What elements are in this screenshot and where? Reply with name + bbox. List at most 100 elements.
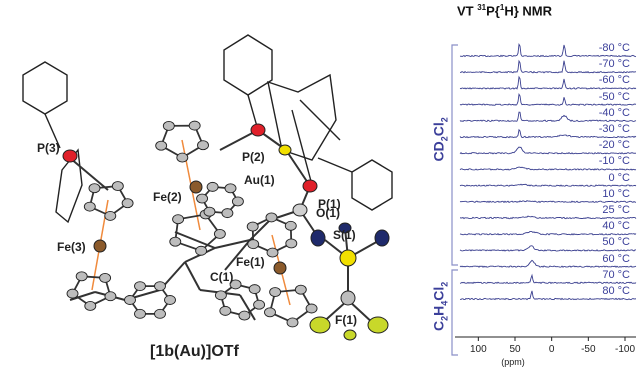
p1-atom — [302, 179, 318, 193]
cf3-carbon-atom — [340, 290, 356, 306]
solvent-subscript: 2 — [439, 117, 450, 123]
carbon-atom — [264, 307, 276, 318]
fe3-atom — [93, 239, 107, 253]
carbon-atom — [124, 295, 136, 305]
carbon-atom — [286, 317, 299, 328]
solvent-text: Cl — [430, 286, 447, 301]
temperature-label: -30 °C — [598, 123, 630, 135]
temperature-label: 40 °C — [602, 220, 630, 233]
temperature-label: -70 °C — [598, 58, 630, 71]
carbon-atom — [214, 290, 227, 301]
heteroatoms — [62, 123, 390, 341]
solvent-label-cd2cl2: CD2Cl2 — [431, 109, 450, 169]
solvent-text: C — [430, 320, 447, 332]
carbon-atom — [294, 284, 307, 295]
ppm-tick-label: 0 — [548, 344, 555, 355]
solvent-bracket-cd2cl2 — [451, 44, 458, 266]
solvent-subscript: 2 — [439, 281, 450, 287]
carbon-atom — [221, 208, 234, 219]
p2-atom — [250, 123, 266, 137]
temperature-label: 70 °C — [602, 268, 630, 281]
atom-label: S(1) — [333, 228, 356, 242]
carbon-atom — [203, 206, 216, 217]
atom-label: C(1) — [210, 270, 234, 284]
carbon-atom — [121, 198, 134, 209]
temperature-label: -50 °C — [598, 90, 630, 103]
ppm-axis-ticks — [477, 337, 626, 341]
cyclohexyl-ring-2 — [223, 34, 273, 96]
nmr-trace — [459, 200, 637, 204]
solvent-subscript: 2 — [439, 136, 450, 142]
nmr-title-isotope: 31 — [477, 3, 487, 12]
o-atom — [310, 229, 326, 247]
carbon-atom — [285, 238, 298, 249]
fe1-atom — [273, 261, 287, 275]
carbon-atom — [246, 221, 259, 232]
carbon-atom — [154, 308, 166, 319]
carbon-atom — [231, 196, 244, 207]
ppm-tick-label: -50 — [581, 344, 596, 355]
carbon-atom — [284, 220, 297, 231]
carbon-atom — [305, 303, 318, 314]
atom-label: Fe(1) — [236, 255, 265, 269]
o-atom — [374, 229, 390, 247]
carbon-atom — [154, 281, 166, 292]
atom-label: P(3) — [37, 141, 60, 155]
carbon-atom — [83, 201, 96, 212]
carbon-atom — [111, 181, 124, 192]
carbon-atom — [104, 291, 117, 302]
temperature-label: -20 °C — [598, 139, 630, 152]
carbon-atom — [162, 120, 175, 131]
temperature-label: 25 °C — [602, 204, 630, 216]
carbon-atom — [188, 120, 201, 131]
carbon-atom — [197, 140, 209, 151]
o1-atom — [292, 203, 308, 217]
carbon-atoms — [66, 120, 318, 328]
solvent-text: CD — [430, 141, 447, 162]
carbon-atom — [213, 228, 226, 239]
carbon-atom — [75, 271, 88, 282]
solvent-subscript: 2 — [439, 315, 450, 321]
carbon-atom — [196, 193, 209, 204]
temperature-label: 60 °C — [602, 252, 630, 265]
carbon-atom — [265, 212, 278, 223]
carbon-atom — [224, 183, 237, 194]
carbon-atom — [229, 279, 242, 290]
carbon-atom — [248, 284, 261, 295]
carbon-atom — [169, 236, 182, 247]
ppm-tick-label: -100 — [614, 344, 636, 355]
carbon-atom — [172, 214, 185, 225]
carbon-atom — [84, 300, 97, 311]
nmr-trace — [459, 183, 637, 187]
nmr-title-end: H} NMR — [504, 3, 552, 19]
atom-label: P(1) — [318, 197, 341, 211]
nmr-title-decoupled-isotope: 1 — [499, 3, 505, 12]
temperature-label: 50 °C — [602, 236, 630, 249]
carbon-atom — [134, 281, 146, 292]
temperature-label: 10 °C — [602, 187, 630, 200]
carbon-atom — [155, 140, 168, 151]
temperature-label: -10 °C — [598, 155, 630, 168]
nmr-title: VT 31P{1H} NMR — [457, 3, 552, 18]
solvent-subscript: 4 — [439, 300, 450, 306]
carbon-atom — [66, 288, 79, 299]
temperature-label: -80 °C — [598, 42, 630, 54]
atom-label: P(2) — [242, 150, 265, 164]
ppm-axis-unit: (ppm) — [501, 357, 525, 367]
carbon-atom — [195, 245, 208, 256]
temperature-label: -40 °C — [598, 106, 630, 119]
carbon-atom — [99, 272, 112, 283]
ppm-tick-label: 50 — [509, 344, 521, 355]
atom-label: O(1) — [316, 206, 340, 220]
atom-label: Au(1) — [244, 173, 275, 187]
carbon-atom — [266, 247, 279, 258]
nmr-title-nucleus: P{ — [486, 3, 500, 19]
crystal-structure-drawing — [22, 34, 393, 341]
f-atom — [343, 329, 357, 341]
carbon-atom — [134, 308, 146, 319]
cyclohexyl-rings — [22, 34, 393, 224]
carbon-atom — [219, 305, 232, 316]
nmr-title-prefix: VT — [457, 3, 478, 19]
atom-label: F(1) — [335, 313, 357, 327]
